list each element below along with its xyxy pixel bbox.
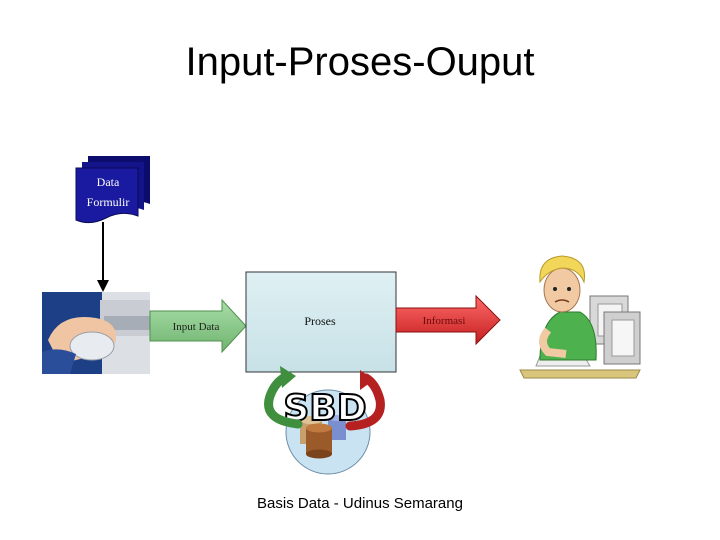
informasi-label: Informasi — [423, 315, 466, 327]
database-circle: SBD — [282, 387, 371, 475]
document-label-line1: Data — [97, 175, 120, 189]
down-arrow — [97, 222, 109, 292]
slide-footer: Basis Data - Udinus Semarang — [257, 495, 463, 512]
database-cylinder-icon — [300, 415, 346, 459]
red-loop-arrow — [345, 370, 385, 431]
process-label: Proses — [304, 314, 336, 328]
slide-title: Input-Proses-Ouput — [185, 40, 535, 84]
document-label-line2: Formulir — [87, 195, 130, 209]
input-data-arrow: Input Data — [149, 298, 247, 354]
informasi-arrow: Informasi — [395, 294, 501, 346]
document-stack-icon: Data Formulir — [75, 156, 150, 224]
user-at-computer-image — [519, 255, 641, 379]
keyboard-mouse-image — [42, 292, 150, 374]
green-loop-arrow — [264, 366, 303, 429]
input-data-label: Input Data — [173, 321, 220, 333]
process-box: Proses — [245, 271, 397, 373]
